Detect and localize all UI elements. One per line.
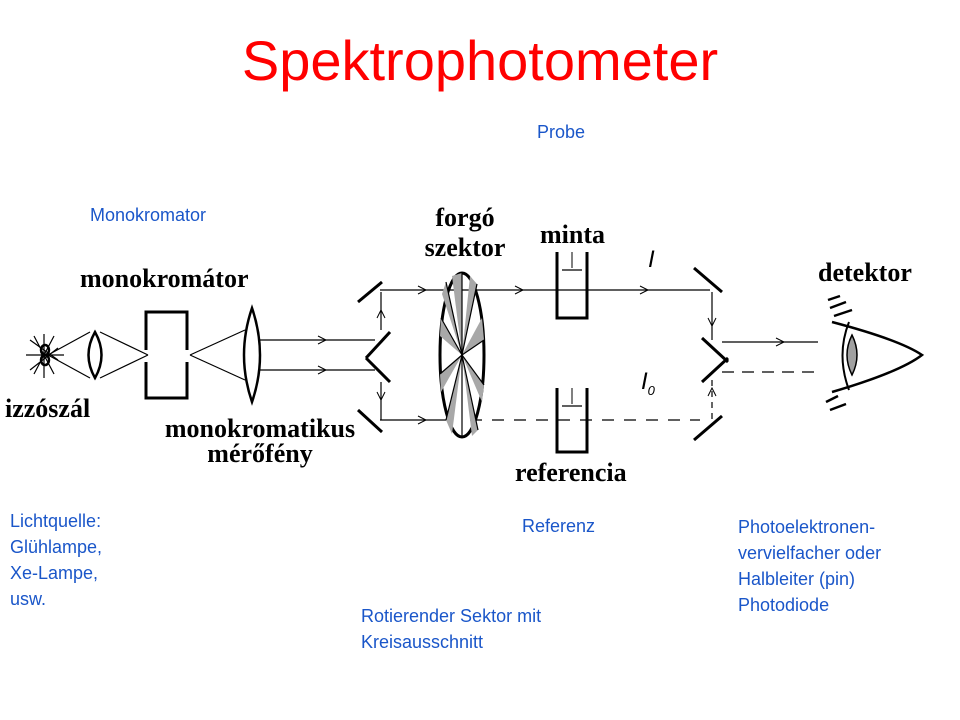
left-mirrors [356, 280, 392, 434]
second-lens-icon [242, 304, 262, 406]
lichtquelle-label: Lichtquelle: Glühlampe, Xe-Lampe, usw. [10, 511, 103, 609]
reference-cuvette-icon [555, 388, 589, 454]
referenz-label: Referenz [522, 516, 596, 536]
izzoszal-label: izzószál [5, 394, 91, 423]
photodetektor-label: Photoelektronen- vervielfacher oder Halb… [738, 517, 882, 615]
detektor-label: detektor [818, 258, 912, 287]
rotating-sector-icon [438, 271, 486, 439]
minta-label: minta [540, 220, 605, 249]
forgo-szektor-label: forgó szektor [424, 203, 506, 262]
first-lens-icon [87, 329, 103, 381]
rotierender-sektor-label: Rotierender Sektor mit Kreisausschnitt [361, 606, 542, 652]
probe-label: Probe [537, 122, 586, 142]
intensity-i0-label: I0 [641, 368, 655, 398]
intensity-i-label: I [648, 246, 655, 273]
monokromator-diagram-label: monokromátor [80, 264, 249, 293]
monochromator-box [144, 310, 189, 400]
monokromator-label: Monokromator [90, 205, 207, 225]
filament-lamp-icon [26, 334, 64, 378]
referencia-label: referencia [515, 458, 627, 487]
detector-eye-icon [825, 294, 925, 412]
monokromatikus-merofeny-label: monokromatikus mérőfény [164, 414, 356, 468]
sample-cuvette-icon [555, 252, 589, 320]
page-title: Spektrophotometer [241, 29, 719, 92]
right-mirrors [693, 266, 730, 442]
